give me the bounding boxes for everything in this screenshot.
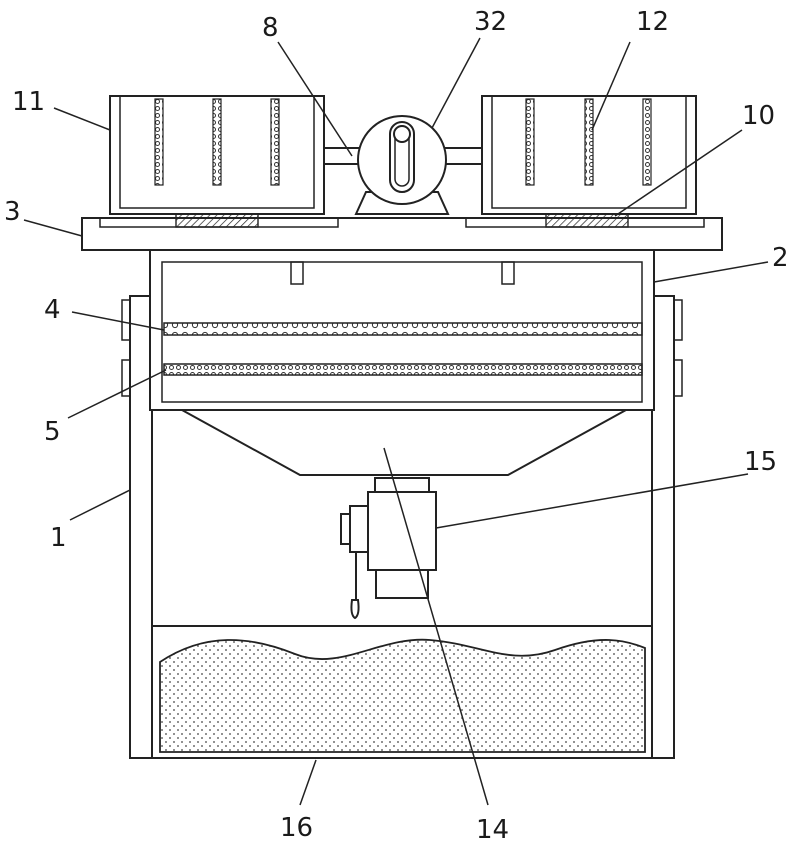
label-4: 4 [44, 295, 61, 325]
lower-screen [163, 363, 643, 376]
label-14: 14 [476, 815, 509, 845]
label-32: 32 [474, 7, 507, 37]
label-15: 15 [744, 447, 777, 477]
label-1: 1 [50, 523, 67, 553]
upper-screen [163, 322, 643, 336]
label-11: 11 [12, 87, 45, 117]
label-8: 8 [262, 13, 279, 43]
label-12: 12 [636, 7, 669, 37]
right-basket [465, 95, 705, 228]
motor [354, 115, 450, 215]
label-2: 2 [772, 243, 789, 273]
left-basket [99, 95, 339, 228]
leader-lines [23, 37, 769, 806]
label-3: 3 [4, 197, 21, 227]
label-10: 10 [742, 101, 775, 131]
frame [121, 295, 683, 759]
hopper [181, 409, 627, 476]
part-labels: 11 8 32 12 10 3 2 4 5 15 1 16 14 [4, 7, 789, 845]
discharge-valve [340, 477, 437, 620]
label-16: 16 [280, 813, 313, 843]
label-5: 5 [44, 417, 61, 447]
collection-tank [151, 625, 653, 759]
